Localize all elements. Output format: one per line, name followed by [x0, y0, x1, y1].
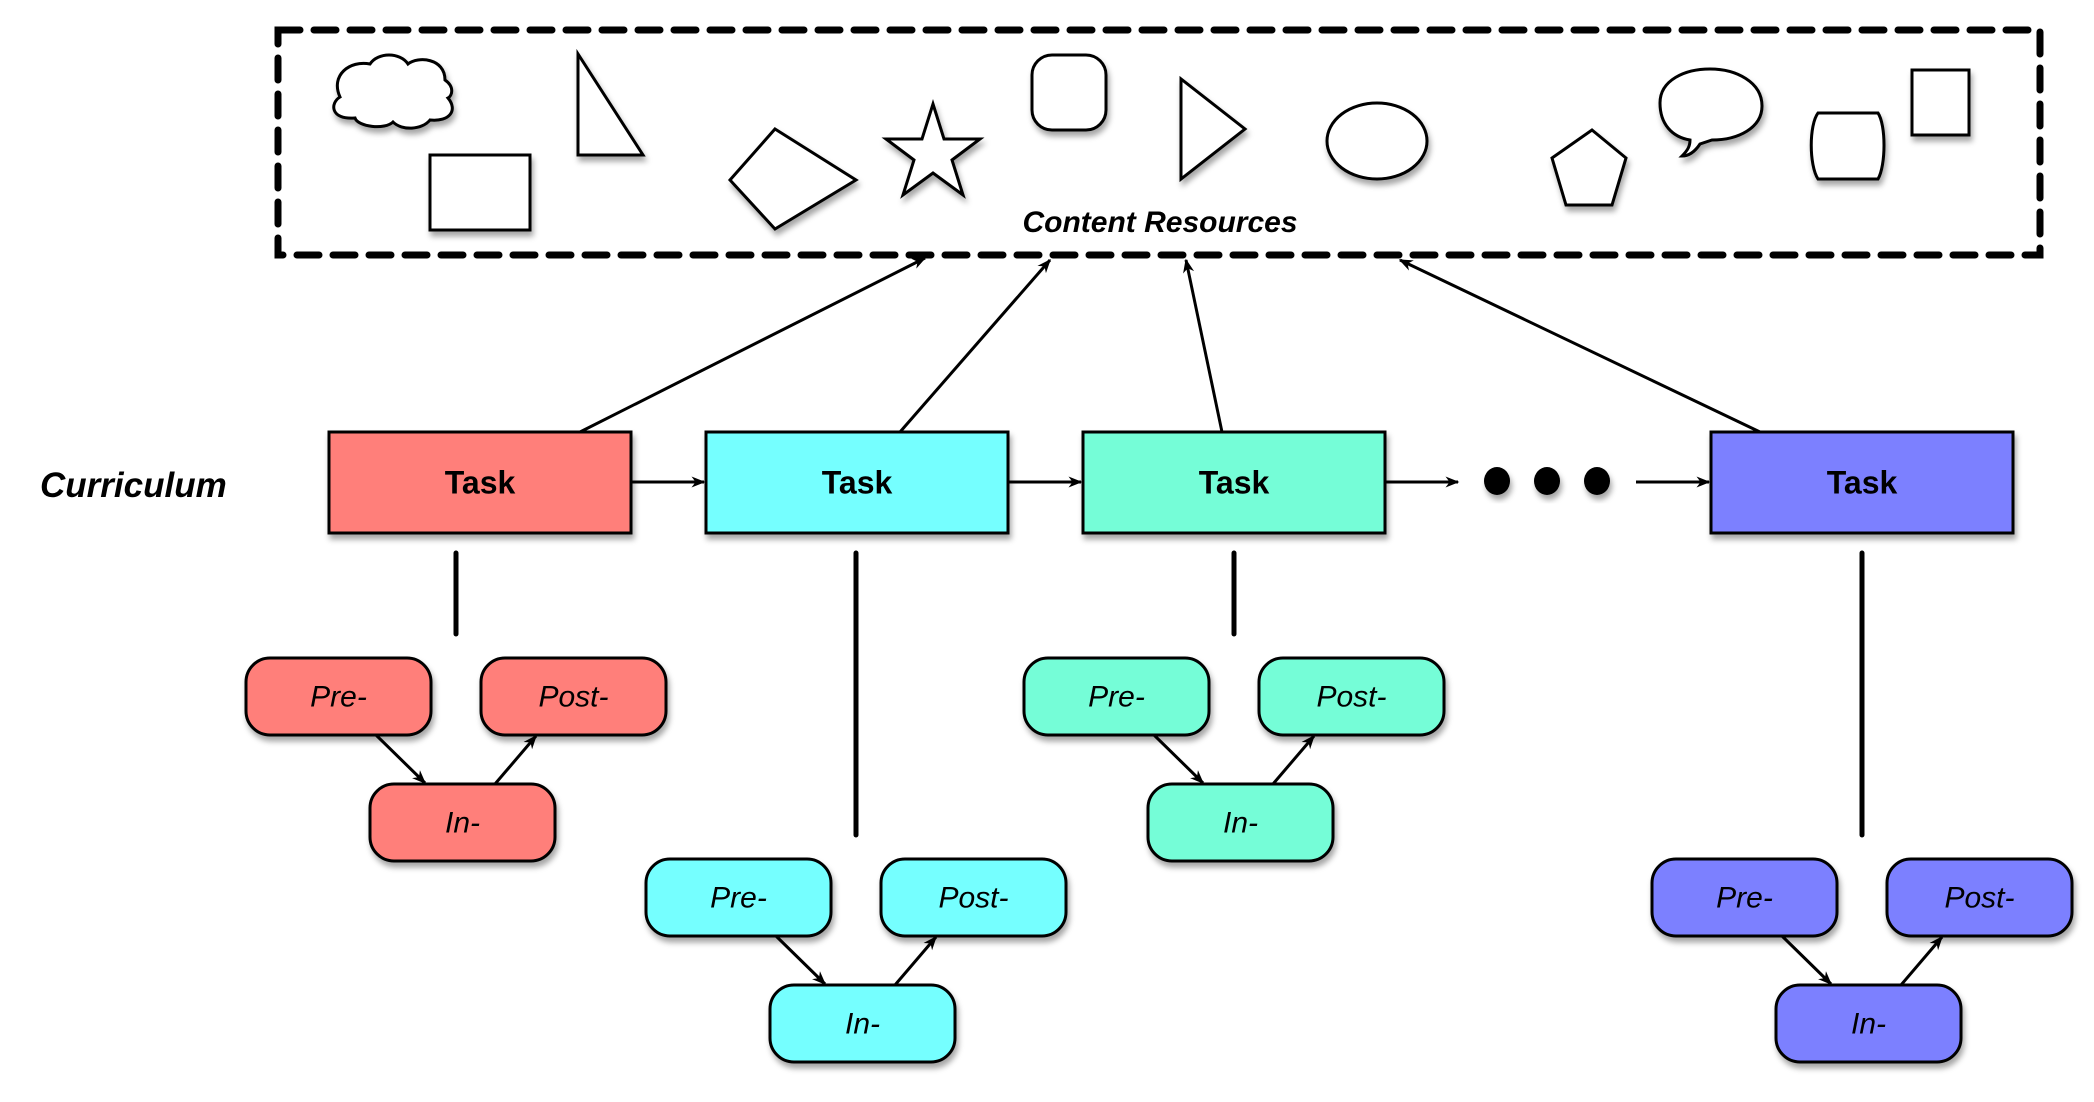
resource-links [579, 256, 1761, 434]
rounded-square-shape [1030, 53, 1108, 132]
post-phase-label: Post- [1316, 681, 1386, 714]
in-phase-box[interactable] [368, 782, 557, 863]
play-triangle-shape [1179, 75, 1248, 183]
diamond-shape [727, 127, 859, 231]
post-phase-box[interactable] [879, 857, 1068, 938]
curriculum-label: Curriculum [40, 466, 227, 505]
pre-phase-box[interactable] [644, 857, 833, 938]
post-phase-box[interactable] [1885, 857, 2074, 938]
post-phase-label: Post- [538, 681, 608, 714]
phase-group: Pre- Post- In- [644, 857, 1068, 1064]
post-phase-box[interactable] [479, 656, 668, 737]
resource-link-4 [1398, 258, 1761, 434]
pre-phase-label: Pre- [710, 882, 767, 915]
phase-group: Pre- Post- In- [1650, 857, 2074, 1064]
content-resources-box [274, 26, 2044, 259]
resource-link-3 [1183, 258, 1224, 433]
pre-to-in-arrow [1152, 733, 1205, 785]
post-phase-box[interactable] [1257, 656, 1446, 737]
tasks-layer: TaskPre-Post-In-TaskPre-Post-In-TaskPre-… [244, 430, 2074, 1064]
in-phase-box[interactable] [1146, 782, 1335, 863]
pre-to-in-arrow [774, 934, 827, 986]
in-to-post-arrow [1899, 935, 1944, 986]
pre-phase-label: Pre- [1716, 882, 1773, 915]
star-shape [881, 98, 985, 199]
pre-to-in-arrow [374, 733, 427, 785]
in-phase-label: In- [1223, 807, 1258, 840]
rectangle-shape [428, 153, 532, 232]
phase-group: Pre- Post- In- [244, 656, 668, 863]
pre-phase-box[interactable] [1022, 656, 1211, 737]
barrel-shape [1809, 111, 1886, 181]
task-box[interactable] [704, 430, 1010, 535]
post-phase-label: Post- [938, 882, 1008, 915]
in-to-post-arrow [893, 935, 938, 986]
pre-phase-box[interactable] [244, 656, 433, 737]
square-shape [1910, 68, 1971, 137]
in-phase-label: In- [445, 807, 480, 840]
ellipsis-dots [1484, 467, 1610, 495]
right-triangle-shape [576, 48, 646, 157]
ellipsis-dot [1484, 467, 1510, 495]
pre-phase-label: Pre- [1088, 681, 1145, 714]
task-label: Task [1827, 465, 1898, 501]
task-label: Task [1199, 465, 1270, 501]
in-to-post-arrow [493, 734, 538, 785]
in-phase-label: In- [1851, 1008, 1886, 1041]
ellipsis-dot [1534, 467, 1560, 495]
speech-bubble-shape [1658, 67, 1764, 158]
pre-phase-label: Pre- [310, 681, 367, 714]
in-phase-box[interactable] [1774, 983, 1963, 1064]
task-box[interactable] [1081, 430, 1387, 535]
ellipse-shape [1325, 101, 1429, 181]
pre-phase-box[interactable] [1650, 857, 1839, 938]
in-phase-box[interactable] [768, 983, 957, 1064]
task-box[interactable] [327, 430, 633, 535]
task-box[interactable] [1709, 430, 2015, 535]
in-phase-label: In- [845, 1008, 880, 1041]
ellipsis-dot [1584, 467, 1610, 495]
resource-link-1 [579, 256, 927, 434]
cloud-shape [332, 53, 454, 130]
pentagon-shape [1550, 128, 1628, 207]
pre-to-in-arrow [1780, 934, 1833, 986]
content-resources-label: Content Resources [1022, 206, 1297, 239]
in-to-post-arrow [1271, 734, 1316, 785]
task-label: Task [445, 465, 516, 501]
post-phase-label: Post- [1944, 882, 2014, 915]
resource-link-2 [898, 258, 1052, 433]
phase-group: Pre- Post- In- [1022, 656, 1446, 863]
content-resources-group: Content Resources [274, 26, 2044, 259]
task-label: Task [822, 465, 893, 501]
